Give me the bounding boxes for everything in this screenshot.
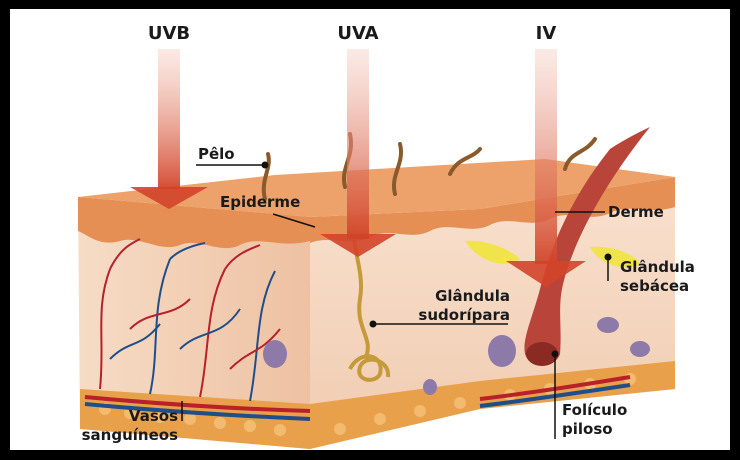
label-iv: IV: [536, 23, 557, 44]
label-glandula-sudoripara-1: Glândula: [435, 287, 510, 305]
label-uvb: UVB: [148, 23, 190, 44]
label-foliculo-1: Folículo: [562, 401, 627, 419]
diagram-frame: UVB UVA IV Pêlo Epiderme Derme Glândula …: [10, 9, 730, 450]
label-glandula-sudoripara-2: sudorípara: [418, 306, 510, 324]
label-epiderme: Epiderme: [220, 193, 300, 211]
label-derme: Derme: [608, 203, 664, 221]
label-uva: UVA: [337, 23, 378, 44]
label-pelo: Pêlo: [198, 145, 235, 163]
label-glandula-sebacea-2: sebácea: [620, 277, 689, 295]
label-vasos-1: Vasos: [129, 407, 178, 425]
label-glandula-sebacea-1: Glândula: [620, 258, 695, 276]
label-foliculo-2: piloso: [562, 420, 613, 438]
skin-diagram: UVB UVA IV Pêlo Epiderme Derme Glândula …: [10, 9, 730, 450]
label-vasos-2: sanguíneos: [82, 426, 178, 444]
